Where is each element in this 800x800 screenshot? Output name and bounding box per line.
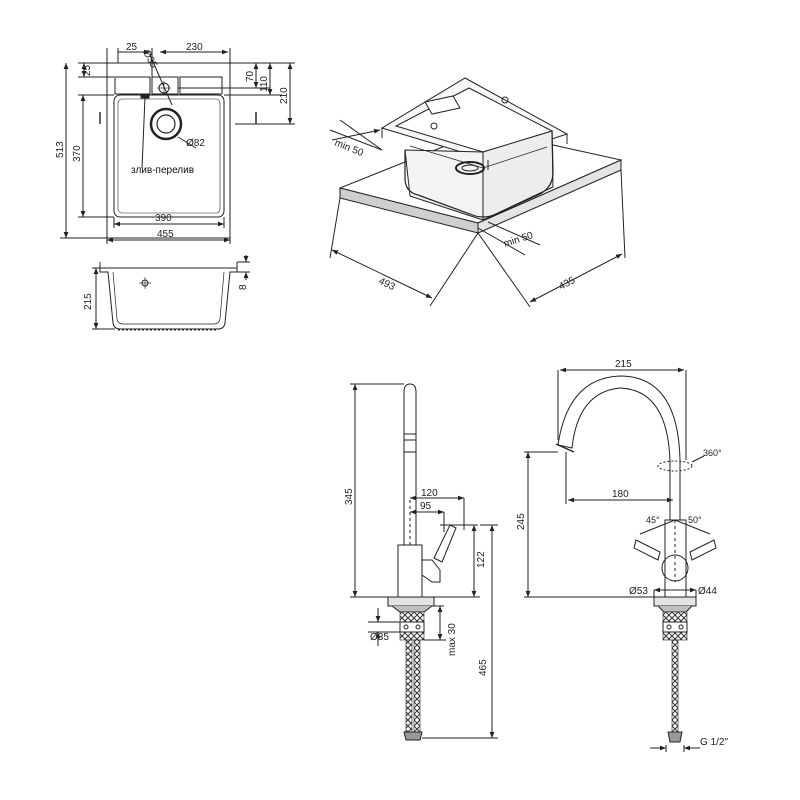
- dim-diam35-hole: Ø35: [140, 48, 159, 70]
- dim-50-deg: 50°: [688, 515, 702, 525]
- dim-diam82-drain: Ø82: [186, 138, 205, 149]
- dim-diam53: Ø53: [629, 586, 648, 597]
- ledge-left: [114, 76, 151, 95]
- dim-180: 180: [612, 489, 629, 500]
- dim-215-depth: 215: [83, 293, 94, 310]
- spout-tube: [403, 383, 417, 546]
- dim-215-reach: 215: [615, 359, 632, 370]
- dim-493: 493: [377, 276, 397, 293]
- dim-370: 370: [72, 145, 83, 162]
- sink-section-view: [92, 255, 250, 331]
- dim-45-deg: 45°: [646, 515, 660, 525]
- dim-25-left: 25: [82, 64, 93, 76]
- lever-handle: [433, 524, 457, 563]
- dim-230: 230: [186, 42, 203, 53]
- dim-25-top: 25: [126, 42, 138, 53]
- swivel-indicator: [657, 460, 693, 472]
- dim-210: 210: [279, 87, 290, 104]
- dim-diam35-stud: Ø35: [370, 632, 389, 643]
- dim-diam44: Ø44: [698, 586, 717, 597]
- dim-465: 465: [478, 659, 489, 676]
- faucet-hole-panel: [151, 76, 179, 95]
- sink-isometric-view: [329, 77, 626, 308]
- sink-section-labels: 215 8: [83, 284, 249, 310]
- dim-345: 345: [344, 488, 355, 505]
- handle-right: [689, 539, 717, 561]
- handle-left: [633, 539, 661, 561]
- dim-390: 390: [155, 213, 172, 224]
- dim-8-thickness: 8: [238, 284, 249, 290]
- faucet-front-labels: 215 360° 180 245 45° 50° Ø53 Ø44 G 1/2": [516, 359, 728, 748]
- dim-g12-thread: G 1/2": [700, 737, 728, 748]
- section-outline: [99, 267, 238, 330]
- faucet-body: [397, 544, 423, 598]
- dim-360-rotation: 360°: [703, 448, 722, 458]
- hose-right: [413, 639, 421, 733]
- dim-435: 435: [557, 275, 577, 293]
- dim-513: 513: [55, 141, 66, 158]
- dim-122: 122: [476, 551, 487, 568]
- dim-min50-right: min 50: [503, 230, 535, 250]
- dim-245: 245: [516, 513, 527, 530]
- drain-outer: [149, 107, 183, 141]
- hose-front: [671, 639, 679, 733]
- sink-top-view: [60, 48, 295, 244]
- ledge-right: [179, 76, 223, 95]
- dim-120: 120: [421, 488, 438, 499]
- faucet-side-view: [350, 383, 498, 741]
- dim-95: 95: [420, 501, 432, 512]
- faucet-side-labels: 345 120 95 122 Ø35 max 30 465: [344, 488, 489, 676]
- sink-top-labels: 25 Ø35 230 25 70 110 210 513 370 Ø82 зли…: [55, 42, 290, 240]
- dim-110: 110: [259, 76, 270, 92]
- faucet-front-view: [524, 367, 717, 752]
- overflow-label: злив-перелив: [131, 165, 194, 176]
- base-plate-front: [653, 596, 697, 607]
- sink-bowl-outline: [113, 94, 225, 218]
- mounting-base: [387, 596, 435, 607]
- dim-70: 70: [245, 70, 256, 82]
- dim-455: 455: [157, 229, 174, 240]
- dim-max30: max 30: [447, 623, 458, 656]
- dim-min50-left: min 50: [333, 138, 365, 160]
- drain-inner: [156, 114, 176, 134]
- hose-left: [405, 639, 413, 733]
